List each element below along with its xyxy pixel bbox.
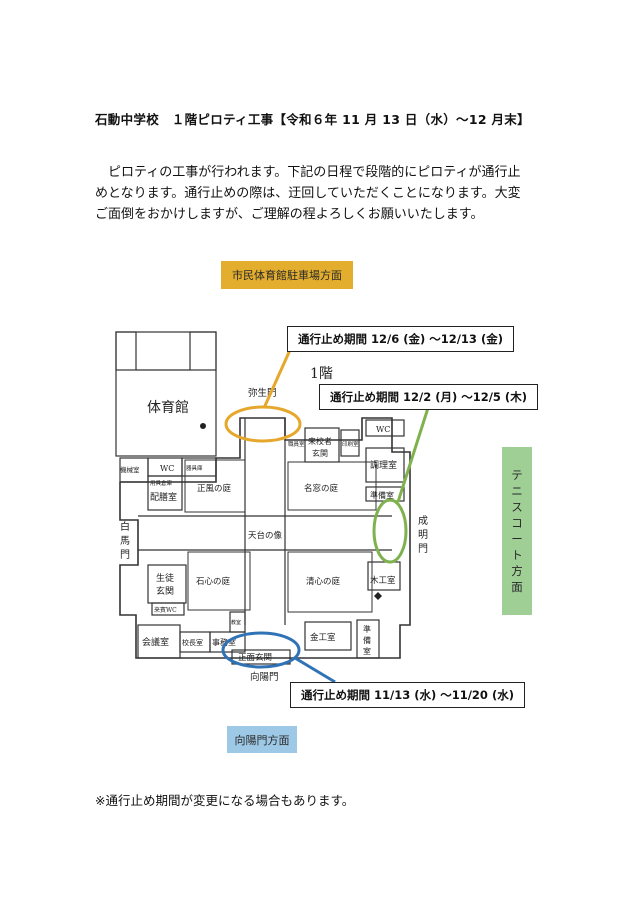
parking-direction-label: 市民体育館駐車場方面 xyxy=(221,261,353,289)
visitor-entrance-label-2: 玄関 xyxy=(312,448,328,458)
seimei-gate-label-1: 成 xyxy=(418,515,428,527)
closure-ellipse-main xyxy=(221,631,301,669)
tennis-char-4: コ xyxy=(511,516,523,530)
visitor-entrance-label-1: 来校者 xyxy=(308,436,332,446)
tennis-char-3: ス xyxy=(511,500,523,514)
tennis-court-direction-label: テ ニ ス コ ー ト 方 面 xyxy=(502,447,532,615)
sekishin-garden-label: 石心の庭 xyxy=(196,576,231,587)
closure-ellipse-seimei xyxy=(372,498,408,564)
meiso-garden-label: 名窓の庭 xyxy=(304,483,339,494)
conference-room-label: 会議室 xyxy=(142,636,169,648)
student-entrance-label-1: 生徒 xyxy=(156,572,174,584)
storage-label: 機械室 xyxy=(120,465,140,474)
seimei-gate-label-2: 明 xyxy=(418,529,428,541)
paragraph-line-2: めとなります。通行止めの際は、迂回していただくことになります。大変 xyxy=(95,186,521,201)
small-room-label-1: 職員室 xyxy=(288,440,305,448)
equipment-label: 用具倉庫 xyxy=(150,479,173,487)
hakuba-gate-label-3: 門 xyxy=(120,549,130,561)
tennis-char-7: 方 xyxy=(511,564,523,578)
closure-period-callout-3: 通行止め期間 11/13 (水) ～11/20 (水) xyxy=(290,682,525,708)
prep-room2-label-3: 室 xyxy=(363,646,371,656)
hakuba-gate-label-2: 馬 xyxy=(120,535,130,547)
equipment2-label: 器具庫 xyxy=(186,464,203,472)
wc-label-right: WC xyxy=(376,425,390,434)
page-title: 石動中学校 １階ピロティ工事【令和６年 11 月 13 日（水）～12 月末】 xyxy=(95,112,530,127)
prep-room2-label-2: 備 xyxy=(363,635,371,645)
tennis-char-1: テ xyxy=(511,468,523,482)
office-room-label: 事務室 xyxy=(212,637,236,647)
komukai-direction-label: 向陽門方面 xyxy=(227,726,297,753)
notice-paragraph: ピロティの工事が行われます。下記の日程で段階的にピロティが通行止 めとなります。… xyxy=(95,162,565,225)
wc-label-left: WC xyxy=(160,464,174,473)
woodwork-room-label: 木工室 xyxy=(370,575,396,586)
small-room-label-3: 教室 xyxy=(231,619,241,626)
gymnasium-room xyxy=(115,331,217,457)
student-entrance-label-2: 玄関 xyxy=(156,585,174,597)
paragraph-line-3: ご面倒をおかけしますが、ご理解の程よろしくお願いいたします。 xyxy=(95,207,484,222)
komukai-gate-label: 向陽門 xyxy=(250,671,279,683)
tennis-char-5: ー xyxy=(511,532,523,546)
gymnasium-label: 体育館 xyxy=(147,399,189,416)
hakuba-gate-label-1: 白 xyxy=(120,520,130,533)
seishin-garden-label: 清心の庭 xyxy=(306,576,341,587)
cooking-room-label: 調理室 xyxy=(370,459,397,471)
closure-ellipse-yayoi xyxy=(224,405,302,443)
closure-period-callout-2: 通行止め期間 12/2 (月) ～12/5 (木) xyxy=(319,384,538,410)
metalwork-room-label: 金工室 xyxy=(310,632,336,643)
principal-room-label: 校長室 xyxy=(182,638,203,647)
closure-period-callout-1: 通行止め期間 12/6 (金) ～12/13 (金) xyxy=(287,326,514,352)
small-room-label-2: 印刷室 xyxy=(342,440,359,448)
floor-label: 1階 xyxy=(310,366,333,382)
paragraph-line-1: ピロティの工事が行われます。下記の日程で段階的にピロティが通行止 xyxy=(95,165,521,180)
tennis-char-8: 面 xyxy=(511,580,523,594)
seifu-garden-label: 正風の庭 xyxy=(197,483,232,494)
prep-room2-label-1: 準 xyxy=(363,624,371,634)
haizen-label: 配膳室 xyxy=(150,491,177,503)
main-entrance-label: 正面玄関 xyxy=(238,652,272,663)
tennis-char-6: ト xyxy=(511,548,523,562)
prep-room-label: 準備室 xyxy=(370,490,394,500)
tennis-char-2: ニ xyxy=(511,484,523,498)
tendai-statue-label: 天台の像 xyxy=(248,530,283,541)
seimei-gate-label-3: 門 xyxy=(418,543,428,555)
footnote: ※通行止め期間が変更になる場合もあります。 xyxy=(95,793,355,808)
guest-wc-label: 来賓WC xyxy=(154,606,177,614)
